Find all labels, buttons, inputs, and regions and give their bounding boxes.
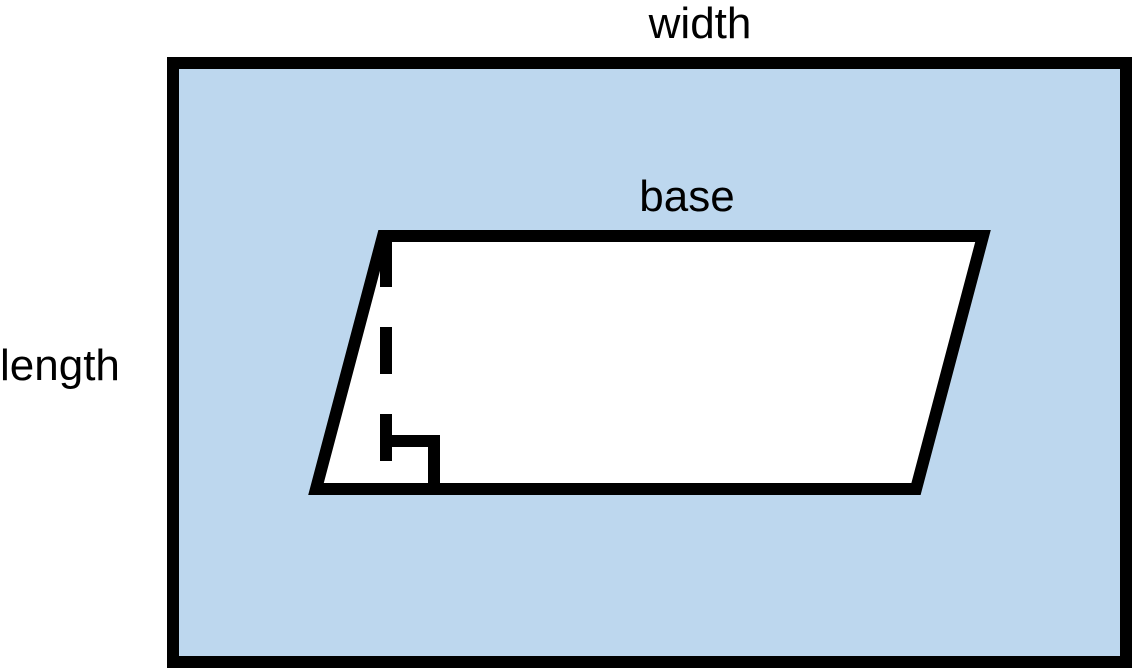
length-label: length: [0, 341, 120, 390]
base-label: base: [639, 172, 734, 221]
parallelogram: [308, 230, 991, 495]
width-label: width: [648, 0, 752, 48]
right-angle-marker: [386, 435, 440, 489]
